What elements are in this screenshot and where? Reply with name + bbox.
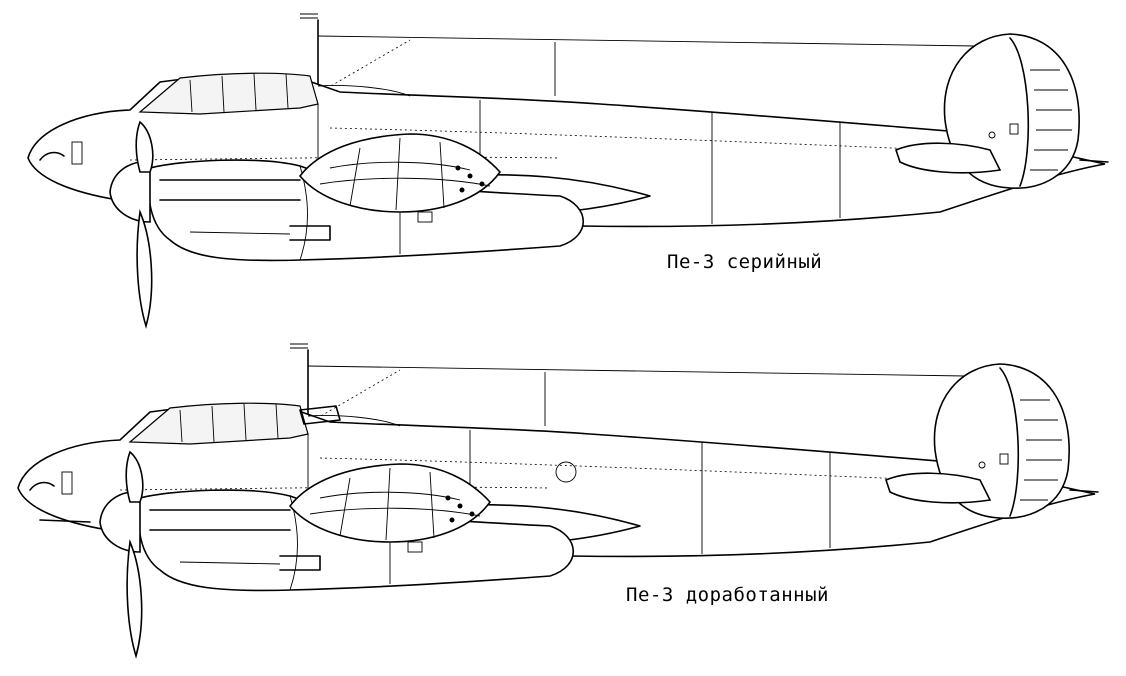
caption-serial: Пе-3 серийный: [667, 251, 823, 273]
aircraft-drawing-serial: [27, 13, 1109, 327]
caption-modified: Пе-3 доработанный: [626, 584, 829, 606]
aircraft-drawing-modified: [17, 343, 1099, 657]
